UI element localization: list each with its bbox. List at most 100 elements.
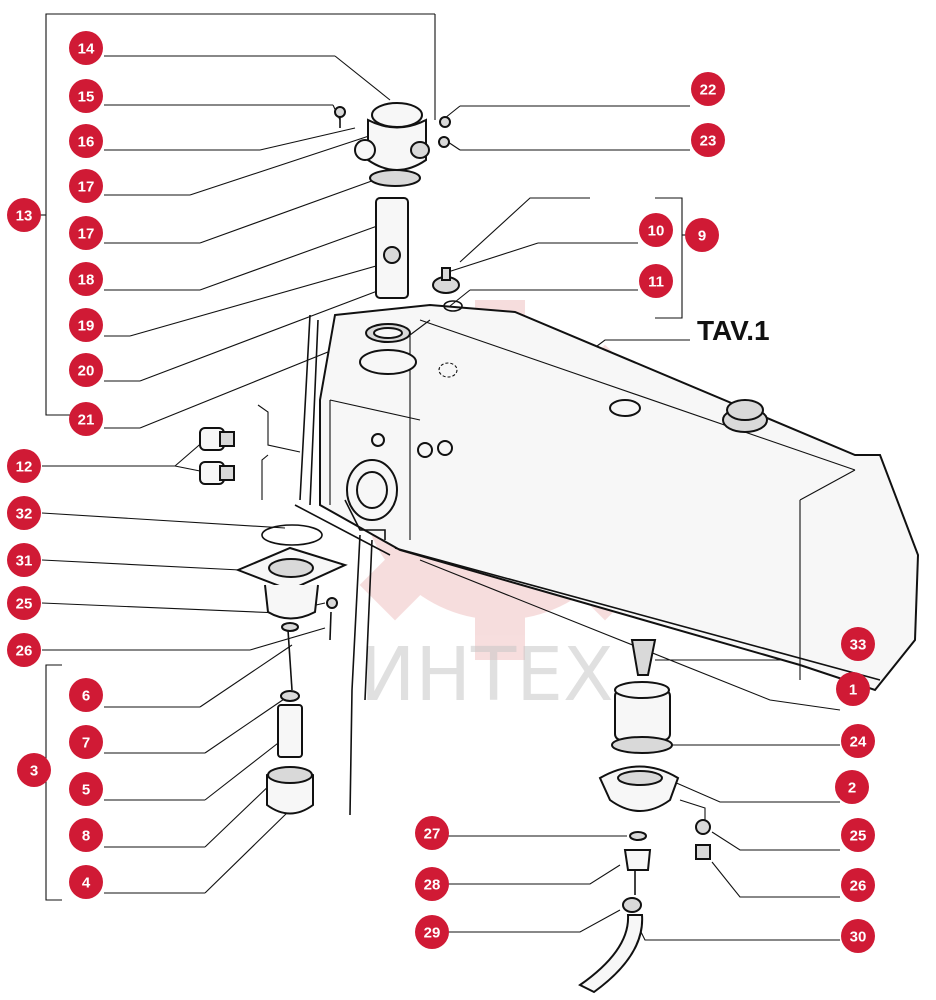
callout-badge-circle xyxy=(7,633,41,667)
callout-c17b: 17 xyxy=(69,216,103,250)
callout-number: 23 xyxy=(700,133,717,150)
callout-number: 14 xyxy=(78,41,95,58)
callout-number: 30 xyxy=(850,929,867,946)
callout-c26a: 26 xyxy=(7,633,41,667)
callout-c1: 1 xyxy=(836,672,870,706)
callout-c26b: 26 xyxy=(841,868,875,902)
callout-number: 5 xyxy=(82,782,90,799)
diagram-title: TAV.1 xyxy=(697,315,770,346)
callout-badge-circle xyxy=(69,402,103,436)
callout-badge-circle xyxy=(841,818,875,852)
callout-badge-circle xyxy=(835,770,869,804)
callout-badge-circle xyxy=(841,868,875,902)
callout-c14: 14 xyxy=(69,31,103,65)
callout-c23: 23 xyxy=(691,123,725,157)
callout-number: 12 xyxy=(16,459,33,476)
callout-c19: 19 xyxy=(69,308,103,342)
callout-c18: 18 xyxy=(69,262,103,296)
callout-number: 13 xyxy=(16,208,33,225)
callout-badge-circle xyxy=(69,865,103,899)
callout-badges: 1415161713171819202112323125266735842223… xyxy=(7,31,875,953)
callout-c3: 3 xyxy=(17,753,51,787)
callout-c25b: 25 xyxy=(841,818,875,852)
callout-badge-circle xyxy=(841,627,875,661)
callout-badge-circle xyxy=(69,308,103,342)
callout-number: 25 xyxy=(850,828,867,845)
fuel-tank xyxy=(294,303,920,816)
callout-badge-circle xyxy=(7,198,41,232)
callout-c20: 20 xyxy=(69,353,103,387)
callout-number: 2 xyxy=(848,780,856,797)
callout-c24: 24 xyxy=(841,724,875,758)
flange-assembly xyxy=(235,524,348,641)
callout-number: 21 xyxy=(78,412,95,429)
callout-badge-circle xyxy=(69,31,103,65)
callout-c6: 6 xyxy=(69,678,103,712)
callout-number: 10 xyxy=(648,223,665,240)
callout-badge-circle xyxy=(69,818,103,852)
callout-number: 8 xyxy=(82,828,90,845)
callout-c29: 29 xyxy=(415,915,449,949)
callout-badge-circle xyxy=(17,753,51,787)
strainer-assembly xyxy=(266,622,314,815)
callout-badge-circle xyxy=(69,79,103,113)
callout-c13: 13 xyxy=(7,198,41,232)
callout-badge-circle xyxy=(69,262,103,296)
callout-c28: 28 xyxy=(415,867,449,901)
callout-c31: 31 xyxy=(7,543,41,577)
callout-c21: 21 xyxy=(69,402,103,436)
callout-badge-circle xyxy=(639,264,673,298)
callout-badge-circle xyxy=(685,218,719,252)
callout-badge-circle xyxy=(841,724,875,758)
callout-badge-circle xyxy=(841,919,875,953)
callout-number: 26 xyxy=(850,878,867,895)
drain-assembly xyxy=(578,639,711,994)
callout-c7: 7 xyxy=(69,725,103,759)
callout-badge-circle xyxy=(69,124,103,158)
callout-badge-circle xyxy=(639,213,673,247)
callout-number: 11 xyxy=(648,274,664,291)
callout-number: 1 xyxy=(849,682,857,699)
callout-c8: 8 xyxy=(69,818,103,852)
callout-number: 3 xyxy=(30,763,38,780)
callout-number: 26 xyxy=(16,643,33,660)
callout-c10: 10 xyxy=(639,213,673,247)
callout-c25a: 25 xyxy=(7,586,41,620)
callout-badge-circle xyxy=(836,672,870,706)
callout-number: 4 xyxy=(82,875,91,892)
callout-number: 15 xyxy=(78,89,95,106)
callout-c17a: 17 xyxy=(69,169,103,203)
callout-number: 33 xyxy=(850,637,867,654)
callout-c5: 5 xyxy=(69,772,103,806)
callout-badge-circle xyxy=(7,449,41,483)
callout-badge-circle xyxy=(691,72,725,106)
callout-number: 18 xyxy=(78,272,95,289)
callout-number: 7 xyxy=(82,735,90,752)
callout-number: 31 xyxy=(16,553,33,570)
callout-number: 16 xyxy=(78,134,95,151)
callout-badge-circle xyxy=(69,772,103,806)
callout-number: 27 xyxy=(424,826,441,843)
callout-c2: 2 xyxy=(835,770,869,804)
callout-badge-circle xyxy=(415,816,449,850)
callout-c16: 16 xyxy=(69,124,103,158)
callout-c30: 30 xyxy=(841,919,875,953)
callout-number: 9 xyxy=(698,228,706,245)
fittings xyxy=(199,427,235,485)
callout-number: 24 xyxy=(850,734,867,751)
callout-c11: 11 xyxy=(639,264,673,298)
watermark-text: ИНТЕХ xyxy=(360,632,614,718)
callout-number: 25 xyxy=(16,596,33,613)
callout-number: 20 xyxy=(78,363,95,380)
callout-number: 22 xyxy=(700,82,717,99)
callout-c22: 22 xyxy=(691,72,725,106)
callout-c27: 27 xyxy=(415,816,449,850)
callout-badge-circle xyxy=(7,496,41,530)
callout-c32: 32 xyxy=(7,496,41,530)
callout-c12: 12 xyxy=(7,449,41,483)
callout-c15: 15 xyxy=(69,79,103,113)
vent-cap xyxy=(432,267,463,312)
callout-number: 28 xyxy=(424,877,441,894)
filter-assembly xyxy=(334,102,451,343)
callout-badge-circle xyxy=(7,543,41,577)
